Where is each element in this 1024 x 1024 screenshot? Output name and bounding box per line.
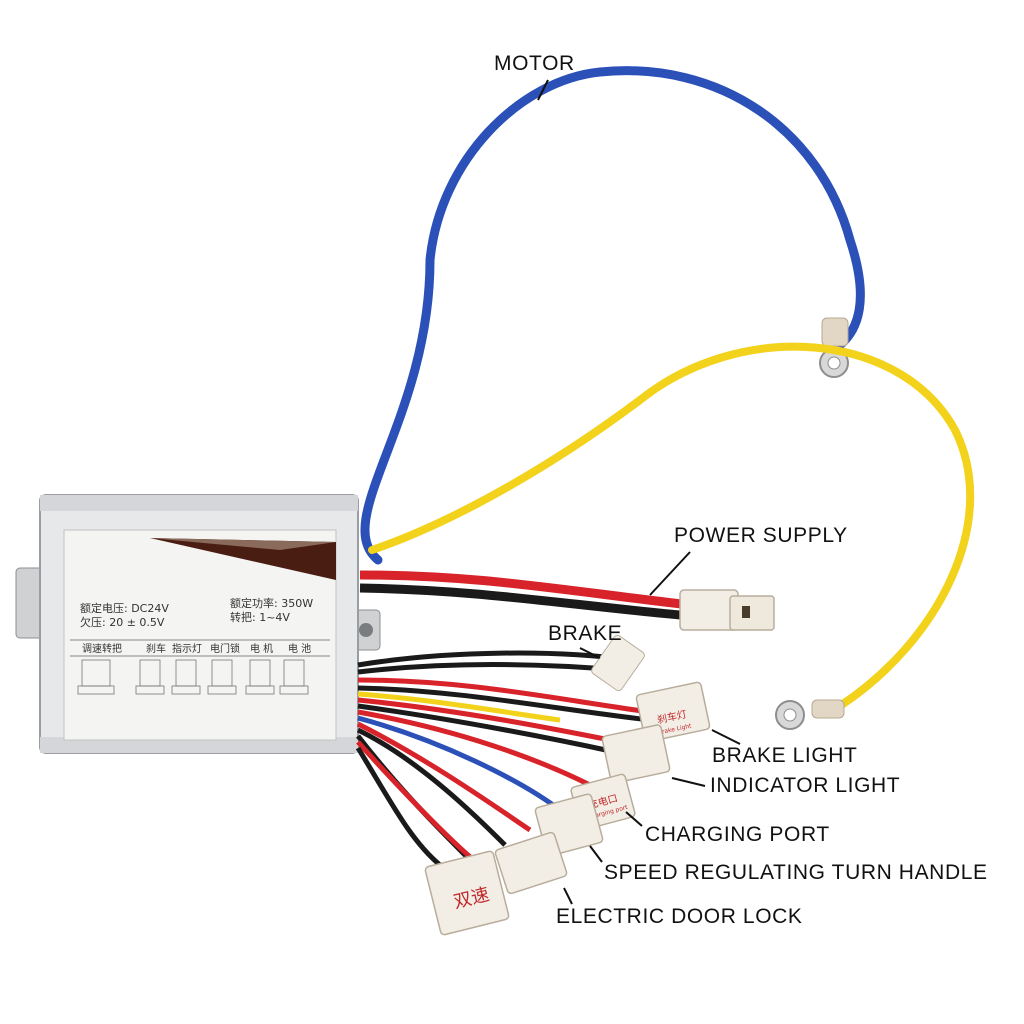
controller-box [15,494,381,754]
label-indicator-light: INDICATOR LIGHT [710,774,901,797]
terminal-name: 电 池 [288,642,311,655]
power-supply-wires [359,570,691,621]
label-power-supply: POWER SUPPLY [674,524,848,547]
terminal-name: 电 机 [250,642,273,655]
motor-wire [360,66,865,565]
terminal-name: 刹车 [146,642,166,655]
power-supply-connector [679,589,775,631]
rated-voltage-text: 额定电压: DC24V [80,601,169,615]
yellow-ring-terminal [775,699,845,730]
label-brake-light: BRAKE LIGHT [712,744,858,767]
label-door-lock: ELECTRIC DOOR LOCK [556,905,803,928]
yellow-wire [368,342,975,710]
indicator-light-connector [601,724,671,784]
label-charging-port: CHARGING PORT [645,823,830,846]
callout-lines [537,79,741,905]
brake-connector [591,634,645,692]
label-speed-handle: SPEED REGULATING TURN HANDLE [604,861,988,884]
controller-label: 额定电压: DC24V 额定功率: 350W 欠压: 20 ± 0.5V 转把:… [70,596,330,695]
door-lock-connector [494,831,568,895]
terminal-name: 调速转把 [82,642,122,655]
dual-speed-connector: 双速 [424,850,510,936]
label-brake: BRAKE [548,622,623,645]
signal-wire-bundle [355,650,651,867]
undervoltage-text: 欠压: 20 ± 0.5V [80,615,165,629]
throttle-text: 转把: 1~4V [230,610,290,624]
terminal-name: 指示灯 [172,642,202,655]
rated-power-text: 额定功率: 350W [230,596,313,610]
motor-ring-terminal [819,317,849,378]
terminal-name: 电门锁 [210,642,240,655]
label-motor: MOTOR [494,52,575,75]
